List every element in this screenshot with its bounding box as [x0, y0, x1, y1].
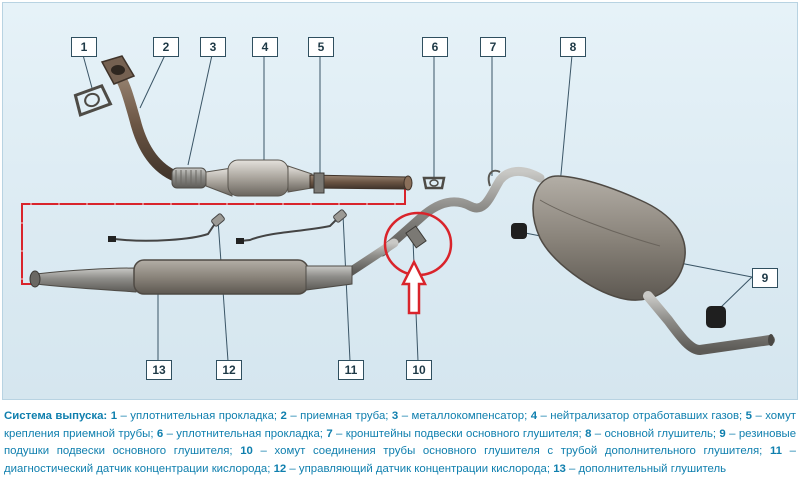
caption-item: 2 – приемная труба;: [277, 410, 389, 422]
oxygen-sensor-11: [236, 209, 347, 244]
caption-item-number: 13: [550, 462, 566, 475]
hanger-7: [487, 169, 501, 187]
caption-item-text: – основной глушитель;: [591, 427, 717, 440]
caption-item-text: – хомут соединения трубы основного глуши…: [252, 445, 763, 458]
caption-item-number: 5: [742, 410, 752, 422]
caption-item-text: – приемная труба;: [286, 410, 389, 422]
exhaust-diagram: [21, 54, 775, 362]
caption-items: 1 – уплотнительная прокладка; 2 – приемн…: [4, 410, 796, 475]
rubber-cushion-9a: [511, 223, 527, 239]
callout-7: 7: [480, 37, 506, 57]
callout-6: 6: [422, 37, 448, 57]
callout-2: 2: [153, 37, 179, 57]
caption-item-text: – уплотнительная прокладка;: [163, 427, 323, 440]
caption-item-number: 12: [270, 462, 287, 475]
caption-item-number: 11: [762, 445, 783, 458]
caption-item-text: – нейтрализатор отработавших газов;: [537, 410, 743, 422]
clamp-5: [313, 172, 325, 194]
caption-item: 12 – управляющий датчик концентрации кис…: [270, 463, 550, 475]
caption-item-number: 10: [232, 445, 253, 458]
caption-item-number: 6: [153, 427, 164, 440]
caption-item-text: – дополнительный глушитель: [565, 462, 727, 475]
callout-1: 1: [71, 37, 97, 57]
callout-8: 8: [560, 37, 586, 57]
caption-item: 9 – резиновые подушки подвески основного…: [4, 428, 796, 458]
diagram-background: [2, 2, 798, 400]
additional-muffler-13: [29, 259, 353, 295]
caption-item-number: 1: [110, 410, 118, 422]
caption-item-text: – кронштейны подвески основного глушител…: [332, 427, 582, 440]
clamp-10: [405, 225, 427, 249]
caption-item: 6 – уплотнительная прокладка;: [154, 428, 323, 440]
flex-joint-3: [171, 167, 207, 189]
caption-item: 8 – основной глушитель;: [582, 428, 716, 440]
callout-4: 4: [252, 37, 278, 57]
gasket-6: [422, 176, 446, 190]
caption-item-number: 9: [716, 427, 726, 440]
caption-title: Система выпуска:: [4, 410, 108, 422]
caption-item: 5 – хомут крепления приемной трубы;: [4, 410, 796, 440]
caption-item-text: – хомут крепления приемной трубы;: [4, 410, 797, 440]
callout-12: 12: [216, 360, 242, 380]
caption-item: 4 – нейтрализатор отработавших газов;: [527, 410, 742, 422]
callout-3: 3: [200, 37, 226, 57]
red-arrow: [400, 259, 428, 315]
caption-item-text: – уплотнительная прокладка;: [117, 410, 278, 422]
caption-item-number: 3: [388, 410, 399, 422]
caption-item: 7 – кронштейны подвески основного глушит…: [322, 427, 582, 440]
caption-item: 1 – уплотнительная прокладка;: [111, 410, 277, 422]
gasket-1: [73, 83, 113, 117]
continuation-line: [21, 185, 406, 285]
callout-9: 9: [752, 268, 778, 288]
caption-item-number: 2: [277, 410, 287, 422]
caption-item-text: – резиновые подушки подвески основного г…: [4, 427, 797, 458]
caption-item-text: – металлокомпенсатор;: [398, 410, 528, 422]
figure-caption: Система выпуска: 1 – уплотнительная прок…: [4, 408, 796, 478]
caption-item: 11 – диагностический датчик концентрации…: [4, 445, 796, 475]
callout-10: 10: [406, 360, 432, 380]
oxygen-sensor-12: [108, 213, 225, 242]
caption-item-text: – диагностический датчик концентрации ки…: [4, 445, 796, 475]
caption-item-number: 4: [527, 410, 538, 422]
caption-item: 3 – металлокомпенсатор;: [388, 410, 527, 422]
callout-11: 11: [338, 360, 364, 380]
caption-item-number: 7: [322, 427, 333, 440]
caption-item: 10 – хомут соединения трубы основного гл…: [232, 445, 763, 458]
main-muffler-pipe: [377, 167, 545, 257]
caption-item-number: 8: [581, 427, 592, 440]
caption-item: 13 – дополнительный глушитель: [550, 463, 726, 475]
callout-5: 5: [308, 37, 334, 57]
caption-item-text: – управляющий датчик концентрации кислор…: [286, 462, 551, 475]
catalytic-converter-4: [205, 159, 413, 197]
rubber-cushion-9b: [706, 306, 726, 328]
callout-13: 13: [146, 360, 172, 380]
main-muffler-8: [532, 175, 775, 356]
intake-pipe-2: [100, 55, 211, 186]
